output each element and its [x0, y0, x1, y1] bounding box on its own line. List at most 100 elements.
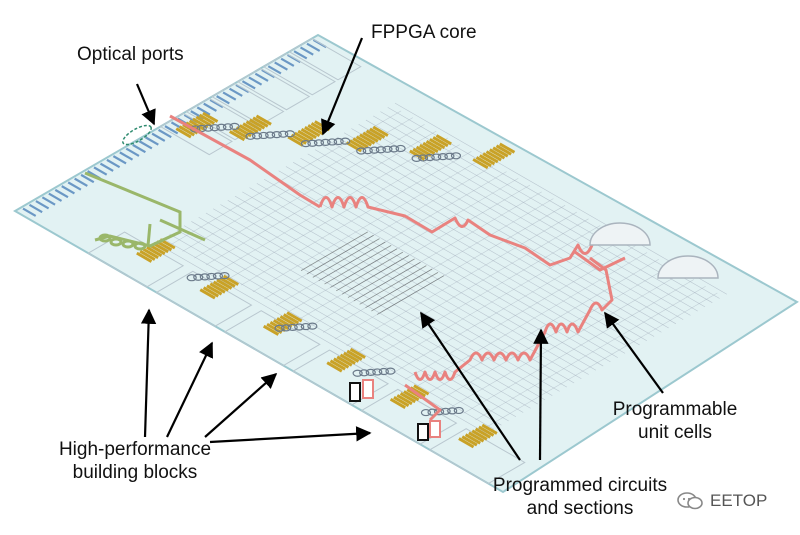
gold-pad	[403, 390, 420, 402]
gold-pad	[396, 394, 413, 406]
mesh-waveguide	[240, 151, 472, 286]
gold-pad	[300, 127, 317, 139]
ring-resonator	[222, 123, 234, 131]
ring-resonator	[378, 367, 389, 376]
programmable-unit-cells-label: Programmable unit cells	[600, 398, 750, 444]
ring-resonator	[356, 147, 367, 155]
gold-pad	[185, 121, 202, 133]
mesh-waveguide	[220, 204, 553, 396]
mesh-waveguide	[300, 157, 633, 350]
dense-section-waveguide	[353, 261, 421, 302]
gold-pad	[252, 116, 269, 128]
gold-pad	[458, 437, 475, 449]
dense-section-waveguide	[377, 275, 445, 315]
mesh-waveguide	[205, 212, 538, 405]
mesh-waveguide	[336, 136, 669, 329]
ring-resonator	[294, 323, 305, 331]
optical-ports-label: Optical ports	[77, 44, 184, 65]
ring-resonator	[420, 408, 432, 417]
mesh-waveguide	[346, 211, 577, 347]
ring-resonator	[375, 146, 387, 154]
gold-pad	[349, 347, 366, 359]
ring-resonator	[212, 272, 224, 280]
ring-resonator	[453, 406, 464, 415]
mesh-waveguide	[287, 178, 519, 313]
mesh-waveguide	[475, 285, 706, 421]
gold-pad	[175, 127, 192, 139]
mesh-waveguide	[369, 225, 601, 360]
ring-row-left	[352, 367, 396, 377]
optical-port	[306, 42, 321, 52]
mesh-waveguide	[343, 132, 677, 325]
mesh-waveguide	[213, 208, 546, 401]
ring-resonator	[340, 137, 351, 145]
mesh-waveguide	[486, 292, 718, 428]
gold-pad	[365, 129, 382, 141]
optical-port	[54, 188, 69, 199]
mesh-waveguide	[276, 171, 507, 306]
left-building-block	[292, 349, 390, 406]
ring-resonator	[300, 322, 311, 331]
optical-port	[228, 87, 243, 97]
gold-pad	[489, 148, 506, 160]
gold-pad	[432, 136, 449, 148]
ring-row-top	[190, 122, 240, 133]
ring-resonator	[431, 153, 442, 161]
gold-pad	[352, 137, 369, 149]
optical-port	[151, 132, 166, 142]
ring-resonator	[382, 145, 393, 153]
ring-row-left	[274, 322, 318, 332]
gold-pad	[485, 150, 502, 162]
optical-port	[196, 106, 211, 116]
mesh-waveguide	[191, 221, 524, 413]
mesh-waveguide	[242, 191, 575, 384]
gold-pad	[139, 249, 156, 261]
gold-pad	[326, 361, 343, 373]
mesh-waveguide	[358, 218, 589, 353]
gold-pad	[413, 384, 430, 396]
gold-pad	[287, 135, 304, 147]
optical-port	[222, 91, 237, 101]
programmed-line2: and sections	[526, 498, 634, 519]
ring-resonator	[229, 122, 240, 131]
left-building-block	[428, 428, 526, 485]
ring-resonator	[281, 324, 292, 332]
gold-pad	[345, 141, 362, 153]
high-performance-label: High-performance building blocks	[44, 438, 226, 484]
ring-resonator	[313, 139, 325, 147]
gold-pad	[235, 126, 252, 138]
gold-pad	[372, 125, 389, 137]
ring-resonator	[424, 153, 435, 162]
dense-section-waveguide	[371, 271, 439, 312]
optical-port	[287, 53, 301, 64]
mesh-waveguide	[169, 233, 502, 426]
mesh-waveguide	[198, 216, 531, 409]
optical-port	[274, 61, 288, 71]
ring-resonator	[418, 154, 429, 162]
gold-pad	[389, 397, 406, 409]
optical-port	[248, 76, 263, 86]
ring-row-top	[411, 152, 462, 162]
gold-pad	[136, 251, 153, 263]
ring-resonator	[333, 137, 344, 146]
programmed-circuits-label: Programmed circuits and sections	[480, 474, 680, 520]
ring-resonator	[271, 131, 282, 139]
gold-pad	[461, 435, 478, 447]
ring-resonator	[362, 146, 373, 155]
optical-port	[28, 203, 43, 214]
optical-port-highlight	[122, 124, 152, 146]
ring-row-top	[300, 137, 351, 148]
gold-pad	[307, 124, 324, 136]
mesh-waveguide	[365, 119, 698, 312]
fppga-core-label: FPPGA core	[371, 22, 477, 43]
gold-pad	[142, 247, 159, 259]
optical-port	[209, 98, 224, 109]
optical-port	[261, 68, 276, 79]
optical-port	[138, 140, 153, 150]
dense-section-waveguide	[341, 255, 409, 295]
gold-pad	[482, 152, 499, 164]
gold-pad	[472, 158, 489, 170]
ring-resonator	[206, 272, 217, 281]
dense-section-waveguide	[336, 251, 404, 292]
gold-pad	[359, 133, 376, 145]
